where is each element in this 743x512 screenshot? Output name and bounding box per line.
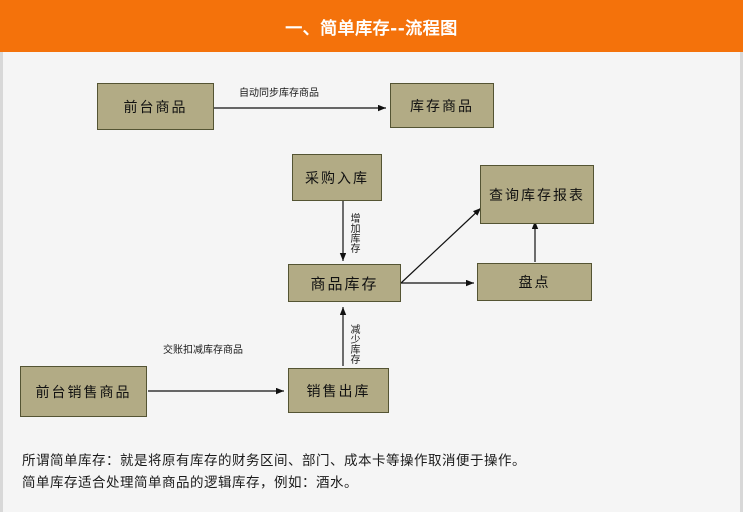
node-front-sales-product-label: 前台销售商品	[35, 384, 132, 401]
flowchart-connectors	[148, 104, 539, 395]
node-front-sales-product[interactable]: 前台销售商品	[20, 366, 147, 417]
node-front-product-label: 前台商品	[123, 99, 188, 116]
edge-inventory-to-report	[400, 207, 482, 284]
node-purchase-inbound[interactable]: 采购入库	[292, 154, 382, 201]
footer-note-line-2: 简单库存适合处理简单商品的逻辑库存，例如：酒水。	[22, 475, 358, 491]
edge-label-settle-deduct: 交账扣减库存商品	[163, 345, 243, 356]
flowchart-canvas: 前台商品 库存商品 采购入库 商品库存 查询库存报表 盘点 前台销售商品 销售出…	[0, 52, 743, 512]
node-front-product[interactable]: 前台商品	[97, 83, 214, 130]
page-title: 一、简单库存--流程图	[285, 19, 458, 39]
node-inventory-report[interactable]: 查询库存报表	[480, 165, 594, 224]
node-stocktaking[interactable]: 盘点	[477, 263, 592, 301]
edge-label-increase-stock: 增加库存	[348, 213, 359, 253]
edge-label-auto-sync: 自动同步库存商品	[239, 88, 319, 99]
footer-note: 所谓简单库存：就是将原有库存的财务区间、部门、成本卡等操作取消便于操作。 简单库…	[22, 450, 722, 494]
node-sales-outbound-label: 销售出库	[306, 383, 371, 400]
header-banner: 一、简单库存--流程图	[0, 0, 743, 52]
node-inventory-report-label: 查询库存报表	[489, 187, 585, 204]
edge-label-decrease-stock: 减少库存	[348, 324, 359, 364]
node-stocktaking-label: 盘点	[518, 275, 551, 291]
node-sales-outbound[interactable]: 销售出库	[288, 368, 389, 413]
node-product-inventory[interactable]: 商品库存	[288, 264, 401, 302]
node-product-inventory-label: 商品库存	[310, 274, 379, 293]
node-stock-product[interactable]: 库存商品	[390, 83, 494, 128]
node-stock-product-label: 库存商品	[410, 98, 474, 115]
page-edge-right	[740, 52, 743, 512]
page-edge-left	[0, 52, 3, 512]
footer-note-line-1: 所谓简单库存：就是将原有库存的财务区间、部门、成本卡等操作取消便于操作。	[22, 453, 526, 469]
node-purchase-inbound-label: 采购入库	[305, 170, 369, 187]
